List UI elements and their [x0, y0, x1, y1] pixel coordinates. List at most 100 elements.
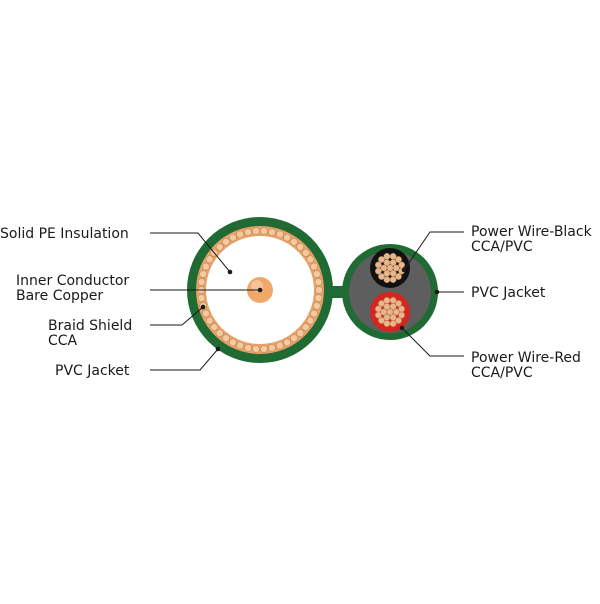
conductor-strand — [395, 256, 402, 263]
braid-bead — [301, 323, 310, 332]
conductor-strand — [383, 270, 391, 277]
conductor-strand — [375, 267, 382, 275]
dot-pvc-jacket-left — [215, 346, 221, 352]
power-cable — [342, 244, 438, 340]
braid-bead — [283, 233, 291, 242]
braid-bead — [290, 237, 298, 246]
braid-bead-ring — [197, 227, 323, 353]
conductor-strand — [375, 261, 382, 269]
braid-bead — [301, 248, 310, 257]
braid-bead — [199, 270, 208, 278]
braid-bead — [228, 233, 237, 242]
braid-bead — [252, 227, 260, 235]
label-inner-conductor: Inner Conductor — [16, 273, 130, 289]
conductor-strand — [375, 305, 382, 313]
label-power-wire-black-material: CCA/PVC — [471, 239, 533, 255]
braid-bead — [310, 309, 318, 318]
leader-pvc-jacket-left — [150, 348, 219, 371]
braid-bead — [314, 294, 323, 302]
conductor-strand — [392, 308, 400, 316]
braid-bead — [210, 323, 219, 332]
power-wire-red-strands — [375, 297, 405, 327]
label-pvc-jacket-left: PVC Jacket — [55, 363, 130, 379]
conductor-strand — [378, 317, 385, 324]
braid-bead — [296, 242, 305, 251]
braid-bead — [314, 278, 323, 286]
leader-solid-pe-insulation — [150, 232, 231, 273]
conductor-strand — [389, 253, 397, 260]
braid-bead — [315, 286, 323, 294]
label-power-wire-red-material: CCA/PVC — [471, 365, 533, 381]
conductor-strand — [395, 273, 402, 280]
braid-bead — [275, 341, 284, 350]
braid-bead — [312, 270, 321, 278]
braid-bead — [228, 338, 237, 347]
label-power-wire-black: Power Wire-Black — [471, 224, 592, 240]
braid-bead — [197, 294, 206, 302]
braid-bead — [222, 237, 230, 246]
conductor-strand — [389, 259, 397, 266]
braid-bead — [290, 334, 298, 343]
dot-power-wire-red — [399, 325, 405, 331]
braid-bead — [244, 228, 252, 237]
leader-braid-shield — [150, 306, 204, 326]
dot-braid-shield — [200, 304, 206, 310]
braid-bead — [252, 344, 260, 353]
conductor-strand — [389, 297, 397, 304]
conductor-strand — [375, 311, 382, 319]
conductor-strand — [383, 314, 391, 321]
braid-bead — [312, 301, 321, 310]
conductor-strand — [389, 320, 397, 327]
conductor-strand — [383, 303, 391, 310]
conductor-strand — [378, 300, 385, 307]
conductor-strand — [395, 300, 402, 307]
leader-power-wire-black — [403, 231, 464, 271]
braid-bead — [283, 338, 291, 347]
braid-bead — [310, 262, 318, 271]
braid-bead — [260, 227, 268, 235]
conductor-strand — [395, 317, 402, 324]
leader-dots — [200, 267, 440, 352]
conductor-strand — [383, 320, 391, 327]
dot-inner-conductor — [257, 287, 263, 293]
label-pvc-jacket-right: PVC Jacket — [471, 285, 546, 301]
conductor-strand — [380, 308, 388, 316]
braid-bead — [268, 228, 276, 237]
braid-bead — [201, 262, 210, 271]
braid-bead — [215, 242, 224, 251]
braid-bead — [236, 341, 245, 350]
label-braid-shield: Braid Shield — [48, 318, 133, 334]
braid-bead — [268, 343, 276, 352]
conductor-strand — [380, 264, 388, 272]
leader-power-wire-red — [401, 327, 464, 357]
conductor-strand — [398, 311, 405, 319]
braid-bead — [275, 230, 284, 239]
conductor-strand — [378, 273, 385, 280]
dot-pvc-jacket-right — [434, 289, 440, 295]
conductor-strand — [383, 276, 391, 283]
conductor-strand — [383, 297, 391, 304]
braid-bead — [205, 255, 214, 264]
conductor-strand — [386, 264, 394, 272]
braid-bead — [236, 230, 245, 239]
braid-bead — [201, 309, 210, 318]
conductor-strand — [383, 259, 391, 266]
braid-bead — [197, 278, 206, 286]
conductor-strand — [383, 253, 391, 260]
braid-bead — [222, 334, 230, 343]
conductor-strand — [389, 314, 397, 321]
conductor-strand — [389, 270, 397, 277]
dot-solid-pe-insulation — [227, 269, 233, 275]
braid-bead — [205, 316, 214, 325]
conductor-strand — [398, 305, 405, 313]
label-solid-pe-insulation: Solid PE Insulation — [0, 226, 129, 242]
braid-bead — [306, 255, 315, 264]
conductor-strand — [392, 264, 400, 272]
braid-bead — [306, 316, 315, 325]
leader-lines — [150, 231, 464, 371]
conductor-strand — [398, 261, 405, 269]
conductor-strand — [389, 303, 397, 310]
label-power-wire-red: Power Wire-Red — [471, 350, 581, 366]
